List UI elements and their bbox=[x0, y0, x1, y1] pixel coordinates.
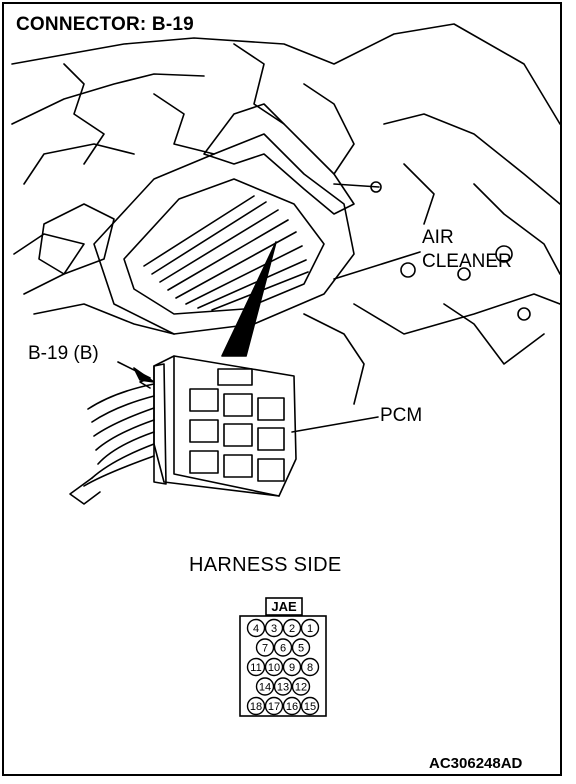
air-cleaner-ribs bbox=[143, 195, 309, 311]
engine-bay-outline bbox=[303, 313, 365, 405]
diagram-frame: CONNECTOR: B-19 bbox=[2, 2, 562, 776]
intake-duct bbox=[38, 203, 115, 275]
connector-pin bbox=[246, 696, 266, 716]
connector-pin-number: 6 bbox=[280, 643, 286, 655]
connector-pin bbox=[291, 638, 311, 657]
connector-ref-label: B-19 (B) bbox=[28, 343, 99, 364]
connector-pin-number: 14 bbox=[259, 682, 271, 694]
pcm-tab bbox=[217, 368, 253, 386]
engine-bay-outline bbox=[63, 63, 105, 165]
engine-bay-outline bbox=[473, 183, 560, 275]
diagram-title: CONNECTOR: B-19 bbox=[16, 14, 194, 35]
connector-pin bbox=[300, 657, 320, 677]
engine-bay-outline bbox=[11, 23, 560, 125]
pcm-label: PCM bbox=[380, 405, 423, 426]
engine-bay-outline bbox=[353, 293, 560, 335]
connector-pin-number: 4 bbox=[253, 623, 259, 635]
connector-pin-number: 16 bbox=[286, 701, 298, 713]
connector-pin bbox=[300, 696, 320, 716]
air-cleaner-housing bbox=[123, 178, 325, 315]
connector-pin-number: 17 bbox=[268, 701, 280, 713]
connector-pin-number: 11 bbox=[250, 662, 261, 674]
air-cleaner-label-line2: CLEANER bbox=[422, 251, 512, 272]
pcm-grid bbox=[189, 388, 285, 482]
connector-pin bbox=[273, 638, 293, 657]
harness-side-label: HARNESS SIDE bbox=[189, 554, 342, 576]
engine-bay-outline bbox=[383, 113, 560, 205]
pcm-body bbox=[173, 355, 280, 497]
connector-pin bbox=[264, 696, 284, 716]
air-cleaner-leader bbox=[333, 251, 421, 280]
air-cleaner-label-line1: AIR bbox=[422, 227, 454, 248]
pcm-leader bbox=[291, 416, 379, 433]
pcm-body bbox=[153, 355, 297, 497]
connector-pin bbox=[282, 657, 302, 677]
connector-pin bbox=[273, 677, 293, 696]
intake-duct bbox=[203, 103, 355, 215]
connector-pin bbox=[264, 618, 284, 638]
air-cleaner-label: AIR CLEANER bbox=[422, 226, 512, 274]
engine-bay-outline bbox=[443, 303, 545, 365]
connector-pin-number: 15 bbox=[304, 701, 316, 713]
engine-bay-outline bbox=[153, 93, 215, 155]
engine-bay-outline bbox=[23, 143, 135, 185]
bolt bbox=[495, 245, 513, 263]
connector-pin-number: 13 bbox=[277, 682, 289, 694]
connector-pin bbox=[282, 618, 302, 638]
connector-pin-number: 3 bbox=[271, 623, 277, 635]
connector-key bbox=[265, 597, 303, 616]
connector-pin-number: 1 bbox=[307, 623, 313, 635]
location-pointer bbox=[221, 241, 277, 357]
connector-pin bbox=[300, 618, 320, 638]
connector-pin bbox=[246, 618, 266, 638]
connector-pin-number: 18 bbox=[250, 701, 262, 713]
wire-harness bbox=[69, 383, 155, 505]
engine-bay-outline bbox=[11, 73, 205, 125]
engine-bay-outline bbox=[303, 83, 355, 175]
connector-pin-number: 2 bbox=[289, 623, 295, 635]
air-cleaner-housing bbox=[93, 133, 355, 335]
connector-pin bbox=[264, 657, 284, 677]
figure-code: AC306248AD bbox=[429, 755, 523, 772]
connector-pin-number: 12 bbox=[295, 682, 307, 694]
connector-pin bbox=[246, 657, 266, 677]
bolt bbox=[370, 181, 382, 193]
engine-bay-outline bbox=[13, 233, 85, 295]
bolt bbox=[400, 262, 416, 278]
connector-pin-number: 9 bbox=[289, 662, 295, 674]
connector-pin bbox=[255, 677, 275, 696]
connector-pin-number: 10 bbox=[268, 662, 280, 674]
connector-pin-number: 5 bbox=[298, 643, 304, 655]
connector-pin-number: 7 bbox=[262, 643, 268, 655]
engine-bay-outline bbox=[33, 303, 175, 335]
connector-pin bbox=[255, 638, 275, 657]
bolt bbox=[517, 307, 531, 321]
bolt bbox=[457, 267, 471, 281]
connector-pin-number: 8 bbox=[307, 662, 313, 674]
connector-arrow bbox=[133, 367, 155, 383]
connector-key-label: JAE bbox=[271, 599, 297, 614]
engine-bay-outline bbox=[403, 163, 435, 225]
engine-bay-outline bbox=[233, 43, 285, 125]
connector-pin bbox=[291, 677, 311, 696]
connector-pin bbox=[282, 696, 302, 716]
